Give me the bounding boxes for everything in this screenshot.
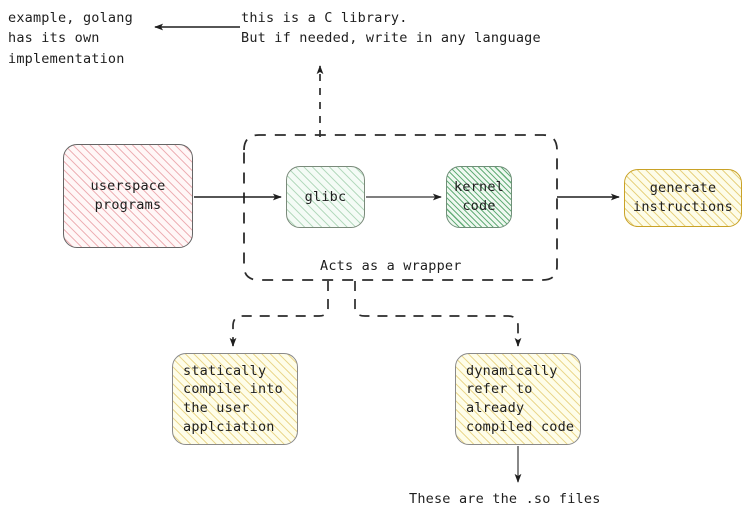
node-kernel-code-label: kernel code — [454, 179, 504, 214]
node-kernel-code[interactable]: kernel code — [446, 166, 512, 228]
node-statically-compile-label: statically compile into the user applcia… — [183, 362, 283, 435]
label-acts-as-a-wrapper: Acts as a wrapper — [316, 256, 466, 277]
annotation-so-files-note: These are the .so files — [409, 491, 601, 507]
node-userspace-programs-label: userspace programs — [90, 178, 166, 213]
node-generate-instructions-label: generate instructions — [633, 180, 733, 215]
node-statically-compile[interactable]: statically compile into the user applcia… — [172, 353, 298, 445]
node-userspace-programs[interactable]: userspace programs — [63, 144, 193, 248]
node-dynamically-refer-label: dynamically refer to already compiled co… — [466, 362, 575, 435]
annotation-golang-note: example, golang has its own implementati… — [8, 10, 133, 67]
node-dynamically-refer[interactable]: dynamically refer to already compiled co… — [455, 353, 581, 445]
arrow-wrapper-to-dynamically-refer — [354, 281, 522, 347]
node-generate-instructions[interactable]: generate instructions — [624, 169, 742, 227]
annotation-c-library-note: this is a C library. But if needed, writ… — [241, 10, 541, 47]
node-glibc[interactable]: glibc — [286, 166, 365, 228]
arrow-wrapper-to-statically-compile — [229, 281, 329, 347]
node-glibc-label: glibc — [304, 188, 347, 205]
